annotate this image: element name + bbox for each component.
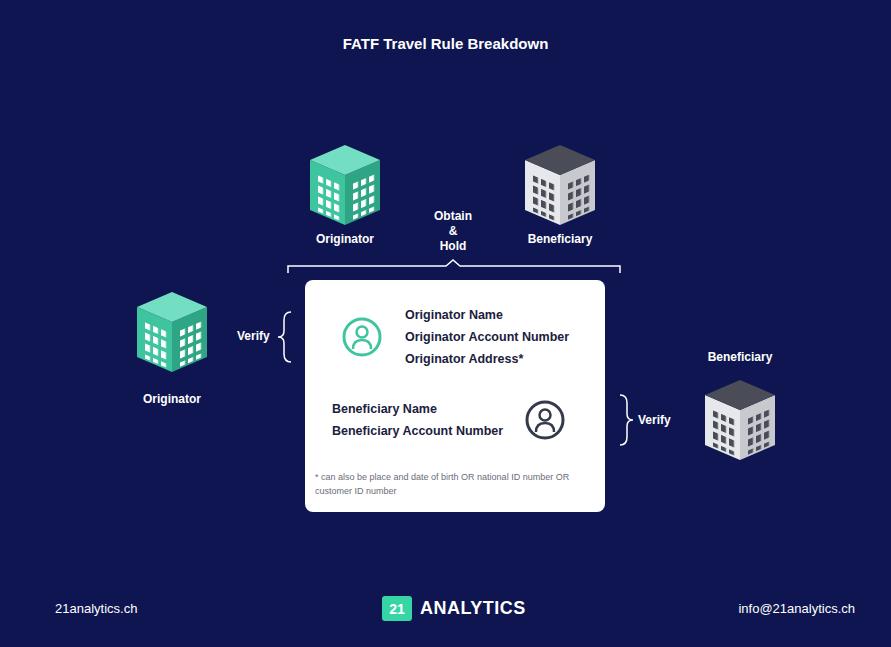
logo-box: 21 bbox=[382, 596, 412, 621]
email: info@21analytics.ch bbox=[738, 601, 855, 616]
logo-number: 21 bbox=[389, 601, 405, 617]
party-label: Beneficiary bbox=[708, 350, 773, 364]
verify-label: Verify bbox=[237, 329, 270, 343]
party-name: Originator bbox=[316, 232, 374, 246]
brand-name: ANALYTICS bbox=[420, 598, 526, 619]
party-label: Originator bbox=[316, 232, 374, 246]
party-label: Beneficiary bbox=[528, 232, 593, 246]
person-icon bbox=[527, 402, 563, 438]
field-name: Originator Account Number bbox=[405, 329, 569, 345]
verify-brace bbox=[620, 395, 633, 445]
field-name: Beneficiary Account Number bbox=[332, 423, 503, 439]
originator-building bbox=[310, 145, 380, 225]
party-label: Originator bbox=[143, 392, 201, 406]
data-card: Originator NameOriginator Account Number… bbox=[305, 280, 605, 512]
field-name: Originator Address* bbox=[405, 351, 523, 367]
person-icon bbox=[344, 319, 380, 355]
verify-brace bbox=[278, 312, 291, 362]
field-name: Originator Name bbox=[405, 307, 503, 323]
party-name: Originator bbox=[143, 392, 201, 406]
title: FATF Travel Rule Breakdown bbox=[0, 35, 891, 52]
verify-label: Verify bbox=[638, 413, 671, 427]
beneficiary-building bbox=[525, 145, 595, 225]
beneficiary-building bbox=[705, 380, 775, 460]
footnote: * can also be place and date of birth OR… bbox=[315, 470, 595, 498]
party-name: Beneficiary bbox=[708, 350, 773, 364]
website: 21analytics.ch bbox=[55, 601, 137, 616]
action-label: Obtain & Hold bbox=[434, 209, 472, 254]
obtain-bracket bbox=[288, 260, 620, 273]
field-name: Beneficiary Name bbox=[332, 401, 437, 417]
originator-building bbox=[137, 292, 207, 372]
party-name: Beneficiary bbox=[528, 232, 593, 246]
